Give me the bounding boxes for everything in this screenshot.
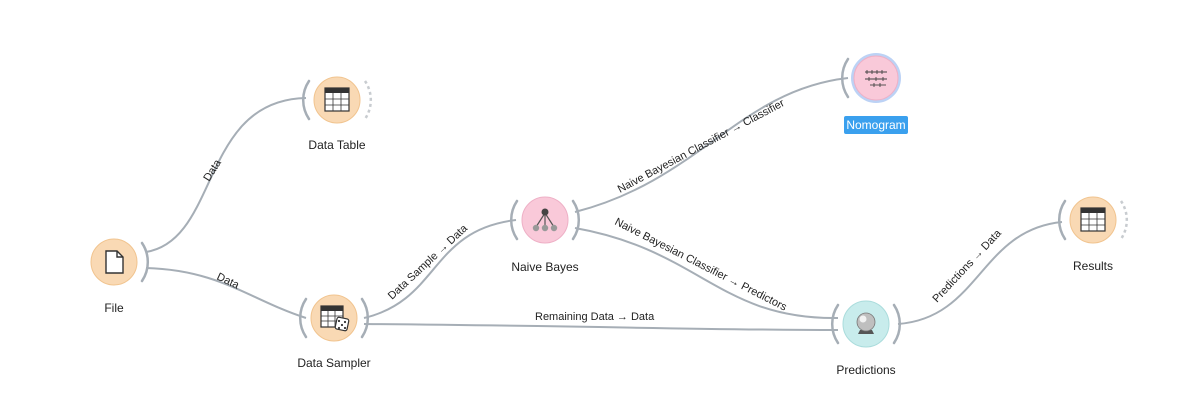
output-anchor[interactable]	[140, 241, 149, 283]
link-label-data-sampler-to-naive-bayes: Data Sample → Data	[386, 222, 471, 302]
table-icon	[1080, 207, 1106, 232]
widget-label-predictions: Predictions	[836, 363, 895, 377]
link-label-naive-bayes-to-nomogram: Naive Bayesian Classifier → Classifier	[616, 97, 787, 196]
widget-label-data-table: Data Table	[308, 138, 365, 152]
widget-data-sampler[interactable]: Data Sampler	[297, 294, 371, 370]
naive-bayes-icon	[532, 208, 558, 232]
widget-label-results: Results	[1073, 259, 1113, 273]
link-predictions-to-results[interactable]	[897, 221, 1063, 325]
link-naive-bayes-to-nomogram[interactable]	[574, 77, 849, 213]
input-anchor[interactable]	[510, 199, 519, 241]
widget-label-naive-bayes: Naive Bayes	[511, 260, 578, 274]
link-file-to-data-sampler[interactable]	[145, 267, 307, 319]
file-icon	[105, 250, 124, 274]
table-icon	[324, 87, 350, 112]
widget-data-table[interactable]: Data Table	[302, 76, 372, 152]
data-sampler-icon	[320, 305, 350, 332]
widget-nomogram[interactable]: Nomogram	[841, 53, 908, 134]
input-anchor[interactable]	[302, 79, 311, 121]
output-anchor[interactable]	[571, 199, 580, 241]
link-label-naive-bayes-to-predictions: Naive Bayesian Classifier → Predictors	[613, 216, 789, 314]
widget-label-nomogram: Nomogram	[846, 118, 905, 132]
links	[145, 77, 1063, 331]
output-anchor[interactable]	[363, 80, 372, 120]
widget-results[interactable]: Results	[1058, 196, 1128, 273]
link-label-data-sampler-to-predictions: Remaining Data → Data	[535, 311, 655, 323]
link-data-sampler-to-naive-bayes[interactable]	[363, 219, 517, 319]
selected-label-bg	[844, 116, 908, 134]
widget-naive-bayes[interactable]: Naive Bayes	[510, 196, 580, 274]
input-anchor[interactable]	[831, 303, 840, 345]
output-anchor[interactable]	[892, 303, 901, 345]
input-anchor[interactable]	[1058, 199, 1067, 241]
input-anchor[interactable]	[841, 57, 850, 99]
output-anchor[interactable]	[360, 297, 369, 339]
widget-predictions[interactable]: Predictions	[831, 300, 901, 377]
widget-file[interactable]: File	[90, 238, 149, 315]
output-anchor[interactable]	[1119, 200, 1128, 240]
crystal-ball-icon	[856, 312, 876, 334]
link-file-to-data-table[interactable]	[145, 97, 307, 253]
link-label-file-to-data-table: Data	[201, 157, 224, 184]
nomogram-icon	[865, 70, 887, 87]
link-label-predictions-to-results: Predictions → Data	[930, 227, 1004, 305]
link-data-sampler-to-predictions[interactable]	[363, 323, 839, 331]
input-anchor[interactable]	[299, 297, 308, 339]
widget-label-data-sampler: Data Sampler	[297, 356, 370, 370]
widget-label-file: File	[104, 301, 124, 315]
link-naive-bayes-to-predictions[interactable]	[574, 227, 839, 320]
